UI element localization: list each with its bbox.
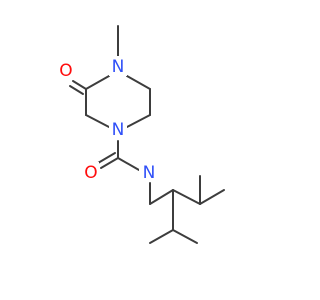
bond-n-c-ring-right (126, 75, 151, 90)
atom-nitrogen-ring-bottom: N (109, 119, 127, 140)
bond-ketone-double-a (72, 80, 87, 90)
atom-layer: O N N O N (56, 56, 159, 183)
bond-c-amide-n (117, 157, 140, 171)
bond-lower-ch-me1 (149, 229, 174, 244)
bond-c-n-ring-bottom-right (126, 114, 151, 128)
atom-oxygen-ketone: O (56, 60, 74, 81)
atom-label: O (59, 61, 72, 81)
bond-ch2-ch (149, 189, 174, 205)
molecule-canvas: O N N O N (56, 25, 225, 244)
structure-diagram: O N N O N (56, 25, 225, 244)
bond-ch-upper-ch (172, 189, 201, 205)
atom-nitrogen-ring-top: N (109, 56, 127, 77)
bond-amide-double-a (100, 157, 119, 169)
atom-label: N (112, 57, 125, 77)
bond-upper-ch-me2 (199, 189, 225, 205)
bond-carbonyl-c-n (85, 75, 110, 90)
atom-label: N (112, 120, 125, 140)
bond-n-c-ring-bottom-left (85, 114, 110, 128)
atom-label: N (143, 163, 156, 183)
bond-ketone-double-b (69, 85, 84, 95)
bond-amide-double-b (97, 152, 116, 164)
atom-label: O (84, 163, 97, 183)
bond-lower-ch-me2 (172, 229, 198, 244)
atom-nitrogen-amide: N (139, 162, 159, 183)
bond-layer (69, 25, 225, 244)
atom-oxygen-amide: O (81, 162, 99, 183)
